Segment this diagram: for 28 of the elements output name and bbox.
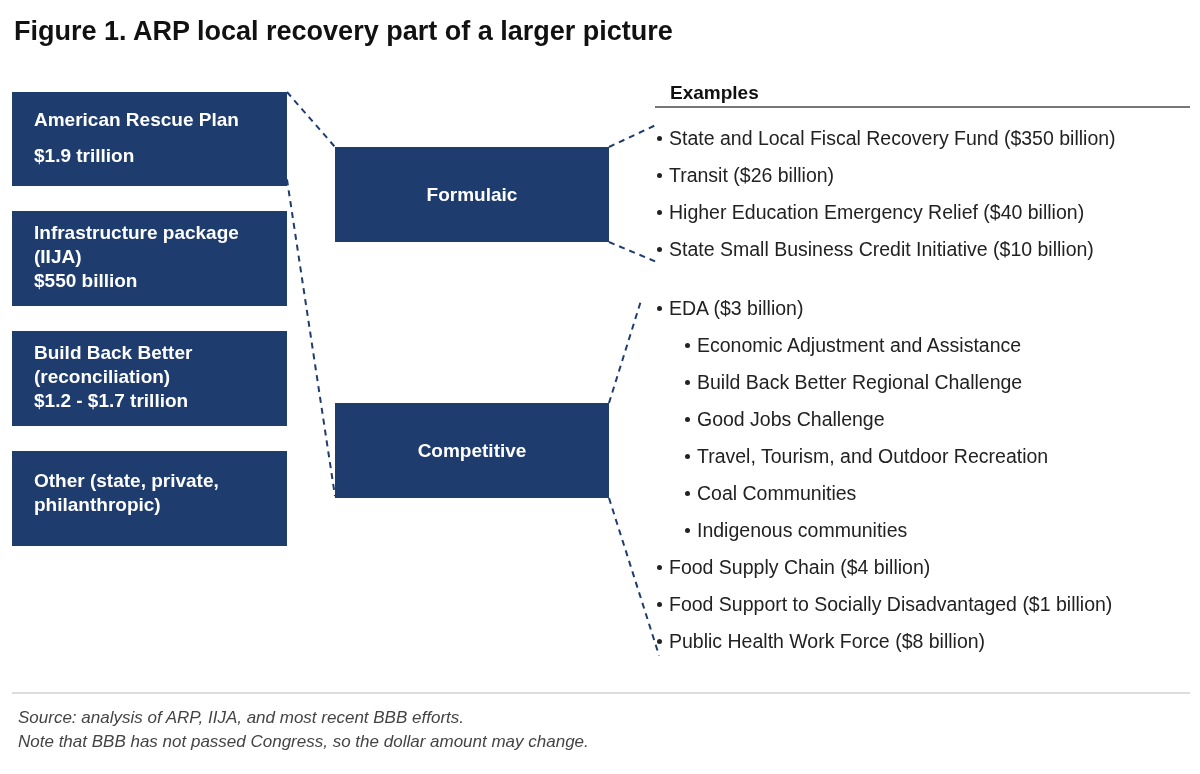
list-item: Public Health Work Force ($8 billion): [669, 630, 986, 654]
list-item: Higher Education Emergency Relief ($40 billion): [669, 200, 1085, 224]
category-box: Formulaic: [335, 147, 609, 242]
list-item: State Small Business Credit Initiative ($10 billion): [669, 238, 1094, 262]
source-note: Source: analysis of ARP, IIJA, and most recent BBB efforts.: [18, 708, 464, 728]
list-item: Transit ($26 billion): [669, 163, 835, 187]
dashed-connector: [286, 91, 336, 148]
list-item: Indigenous communities: [697, 519, 908, 543]
program-box: Infrastructure package (IIJA) $550 billion: [12, 211, 287, 306]
list-item: Coal Communities: [697, 482, 857, 505]
list-item: Food Supply Chain ($4 billion): [669, 556, 931, 580]
program-box: Build Back Better (reconciliation) $1.2 - $1.7 trillion: [12, 331, 287, 426]
title: Figure 1. ARP local recovery part of a larger picture: [14, 16, 673, 47]
list-item: Food Support to Socially Disadvantaged ($1 billion): [669, 593, 1113, 617]
section-heading: Examples: [670, 82, 759, 104]
list-item: Economic Adjustment and Assistance: [697, 333, 1022, 357]
dashed-connector: [608, 241, 658, 264]
list-item: Travel, Tourism, and Outdoor Recreation: [697, 444, 1049, 468]
list-item: EDA ($3 billion): [669, 296, 804, 320]
list-item: Good Jobs Challenge: [697, 407, 885, 431]
list-item: State and Local Fiscal Recovery Fund ($350 billion): [669, 126, 1116, 150]
list-item: Build Back Better Regional Challenge: [697, 370, 1023, 394]
note: Note that BBB has not passed Congress, so the dollar amount may change.: [18, 732, 589, 752]
category-box: Competitive: [335, 403, 609, 498]
dashed-connector: [608, 497, 661, 657]
program-box: Other (state, private, philanthropic): [12, 451, 287, 546]
program-box: American Rescue Plan $1.9 trillion: [12, 92, 287, 186]
dashed-connector: [608, 123, 658, 148]
